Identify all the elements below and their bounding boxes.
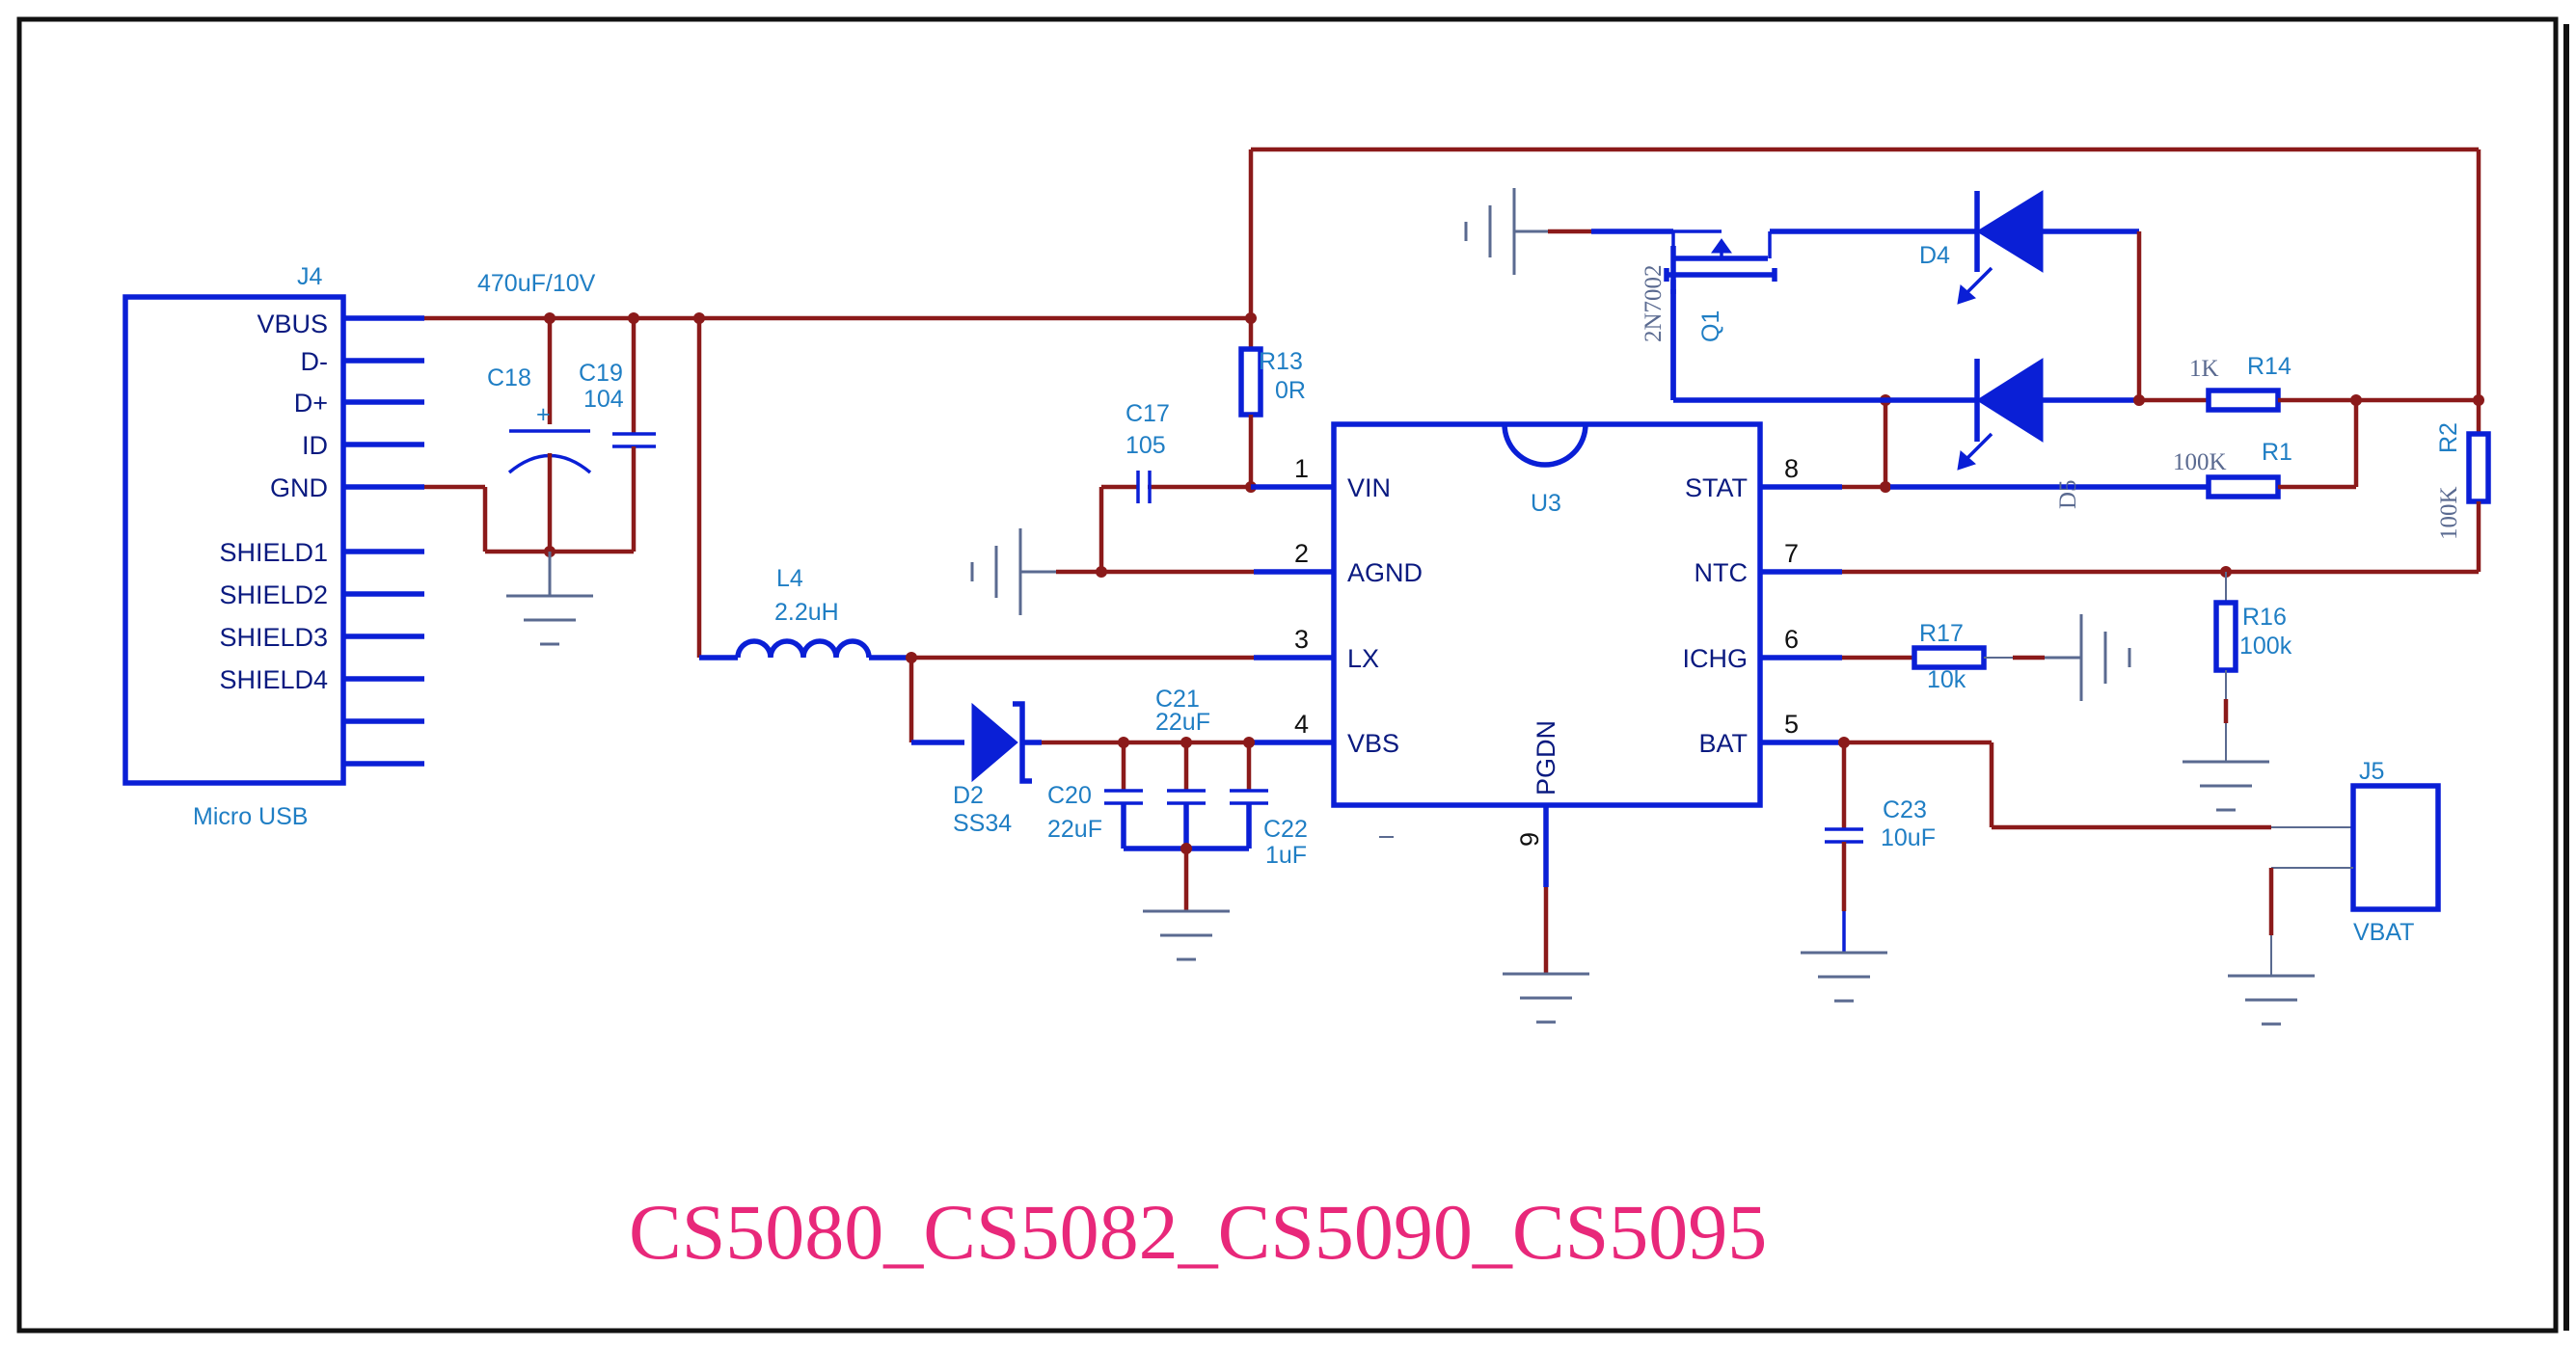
u3-pin8-name: STAT bbox=[1685, 473, 1748, 502]
u3-pin1-num: 1 bbox=[1294, 454, 1309, 483]
micro-usb-connector: J4 VBUS D- D+ ID GND SHIELD1 SHIELD2 SHI… bbox=[122, 263, 424, 830]
j4-pin-id: ID bbox=[302, 431, 328, 460]
u3-pin3-num: 3 bbox=[1294, 625, 1309, 654]
u3-pin4-name: VBS bbox=[1347, 729, 1399, 758]
ntc-network: R2 100K R16 100k bbox=[1760, 422, 2491, 812]
vin-net: R13 0R C17 105 bbox=[970, 346, 1334, 615]
j4-pin-dminus: D- bbox=[301, 347, 329, 376]
u3-pin2-num: 2 bbox=[1294, 539, 1309, 568]
sheet-frame-inner bbox=[2563, 24, 2569, 1331]
c22-ref: C22 bbox=[1263, 816, 1308, 843]
bulk-cap-value: 470uF/10V bbox=[477, 270, 596, 297]
r16-ref: R16 bbox=[2242, 604, 2287, 631]
u3-pin6-name: ICHG bbox=[1683, 644, 1749, 673]
j4-pin-shield3: SHIELD3 bbox=[219, 623, 328, 652]
r1-value: 100K bbox=[2173, 449, 2227, 475]
j4-pin-shield1: SHIELD1 bbox=[219, 538, 328, 567]
vbs-cap-bank: C21 22uF C20 22uF C22 1uF bbox=[1042, 686, 1334, 961]
c18-plus: + bbox=[536, 401, 551, 428]
c19-ref: C19 bbox=[579, 360, 623, 387]
c18-ref: C18 bbox=[487, 364, 531, 391]
stat-led-network: 100K R1 D5 1K R14 D4 bbox=[1464, 188, 2484, 509]
u3-pin7-num: 7 bbox=[1784, 539, 1799, 568]
diode-d2: D2 SS34 bbox=[953, 701, 1042, 837]
u3-pin1-name: VIN bbox=[1347, 473, 1391, 502]
c23-value: 10uF bbox=[1881, 824, 1936, 851]
j4-pin-gnd: GND bbox=[270, 473, 328, 502]
u3-pin9-num: 9 bbox=[1515, 832, 1544, 847]
u3-pin4-num: 4 bbox=[1294, 710, 1309, 739]
j4-ref: J4 bbox=[297, 263, 323, 290]
u3-ref: U3 bbox=[1531, 490, 1561, 517]
r14-ref: R14 bbox=[2247, 353, 2291, 380]
c22-value: 1uF bbox=[1265, 842, 1307, 869]
r1-ref: R1 bbox=[2262, 439, 2292, 466]
u3-pin5-name: BAT bbox=[1698, 729, 1748, 758]
bat-network: C23 10uF J5 VBAT bbox=[1760, 737, 2441, 1026]
inductor-l4: L4 2.2uH bbox=[735, 565, 911, 661]
c21-ref: C21 bbox=[1155, 686, 1200, 713]
d2-value: SS34 bbox=[953, 810, 1012, 837]
d5-ref: D5 bbox=[2055, 479, 2081, 509]
r13-value: 0R bbox=[1275, 377, 1306, 404]
u3-pin5-num: 5 bbox=[1784, 710, 1799, 739]
u3-pin2-name: AGND bbox=[1347, 558, 1423, 587]
c19-value: 104 bbox=[583, 386, 624, 413]
r17-ref: R17 bbox=[1919, 620, 1964, 647]
vbus-net: + C18 470uF/10V C19 104 bbox=[424, 147, 2481, 661]
u3-pin6-num: 6 bbox=[1784, 625, 1799, 654]
c20-ref: C20 bbox=[1047, 782, 1092, 809]
r14-value: 1K bbox=[2189, 356, 2219, 382]
l4-ref: L4 bbox=[776, 565, 803, 592]
u3-pin9-name: PGDN bbox=[1532, 720, 1560, 795]
ic-u3: U3 VIN AGND LX VBS 1 2 3 4 STAT NTC ICHG… bbox=[1294, 421, 1799, 1024]
schematic-title: CS5080_CS5082_CS5090_CS5095 bbox=[629, 1188, 1767, 1276]
c20-value: 22uF bbox=[1047, 816, 1102, 843]
q1-value: 2N7002 bbox=[1641, 264, 1667, 342]
u3-pin3-name: LX bbox=[1347, 644, 1379, 673]
u3-pin8-num: 8 bbox=[1784, 454, 1799, 483]
j4-pin-vbus: VBUS bbox=[257, 310, 328, 338]
l4-value: 2.2uH bbox=[774, 599, 839, 626]
q1-ref: Q1 bbox=[1697, 310, 1724, 342]
u3-pin7-name: NTC bbox=[1695, 558, 1749, 587]
j4-pin-shield2: SHIELD2 bbox=[219, 580, 328, 609]
ichg-network: R17 10k bbox=[1760, 614, 2131, 701]
d4-ref: D4 bbox=[1919, 242, 1950, 269]
j4-pin-shield4: SHIELD4 bbox=[219, 665, 328, 694]
r2-ref: R2 bbox=[2435, 422, 2462, 453]
c21-value: 22uF bbox=[1155, 709, 1210, 736]
sheet-frame bbox=[16, 16, 2559, 1334]
r2-value: 100K bbox=[2436, 486, 2462, 540]
j4-name: Micro USB bbox=[193, 803, 308, 830]
j5-name: VBAT bbox=[2353, 919, 2414, 946]
r16-value: 100k bbox=[2239, 633, 2292, 660]
d2-ref: D2 bbox=[953, 782, 984, 809]
r17-value: 10k bbox=[1927, 666, 1966, 693]
c17-value: 105 bbox=[1125, 432, 1166, 459]
lx-net bbox=[906, 652, 1334, 745]
j4-pin-dplus: D+ bbox=[294, 389, 328, 418]
j5-ref: J5 bbox=[2359, 758, 2384, 785]
r13-ref: R13 bbox=[1259, 348, 1303, 375]
c23-ref: C23 bbox=[1883, 796, 1927, 823]
c17-ref: C17 bbox=[1125, 400, 1170, 427]
